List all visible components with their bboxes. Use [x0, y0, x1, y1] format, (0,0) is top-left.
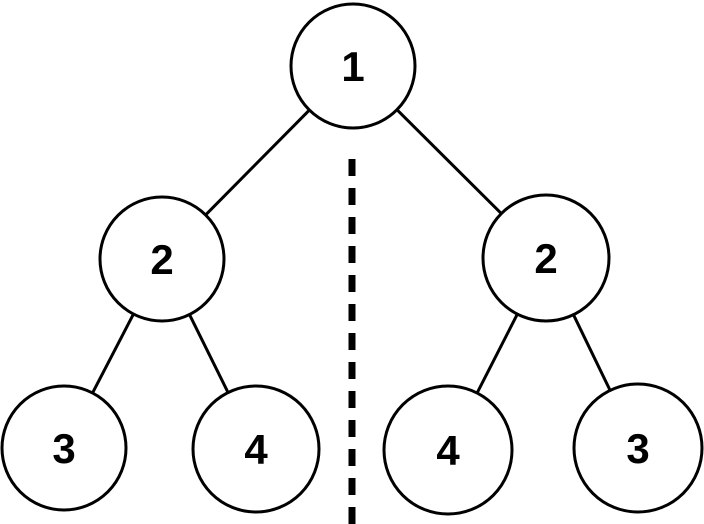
tree-node-left-right: 4: [191, 384, 321, 514]
tree-node-circle-right: [481, 193, 611, 323]
tree-node-circle-left: [98, 195, 226, 323]
tree-edge-left-left-right: [188, 313, 230, 394]
tree-node-label-right-left: 4: [436, 427, 460, 474]
tree-node-circle-root: [289, 2, 417, 130]
tree-node-circle-right-right: [572, 382, 704, 514]
tree-edge-left-left-left: [91, 313, 135, 394]
tree-node-label-left-left: 3: [52, 425, 75, 472]
tree-node-label-left: 2: [150, 236, 173, 283]
tree-node-root: 1: [289, 2, 417, 130]
tree-edge-root-left: [204, 109, 311, 216]
tree-edges-layer: [91, 108, 612, 394]
tree-node-circle-right-left: [382, 384, 514, 516]
tree-node-label-right-right: 3: [626, 425, 649, 472]
tree-edge-root-right: [395, 108, 503, 215]
tree-node-circle-left-left: [0, 384, 128, 512]
tree-node-circle-left-right: [191, 384, 321, 514]
tree-node-right: 2: [481, 193, 611, 323]
tree-node-right-left: 4: [382, 384, 514, 516]
tree-edge-right-right-left: [475, 313, 519, 394]
tree-node-label-left-right: 4: [244, 426, 268, 473]
tree-node-label-root: 1: [341, 43, 364, 90]
tree-node-left: 2: [98, 195, 226, 323]
tree-edge-right-right-right: [572, 314, 612, 392]
tree-node-left-left: 3: [0, 384, 128, 512]
tree-node-right-right: 3: [572, 382, 704, 514]
tree-node-label-right: 2: [534, 235, 557, 282]
